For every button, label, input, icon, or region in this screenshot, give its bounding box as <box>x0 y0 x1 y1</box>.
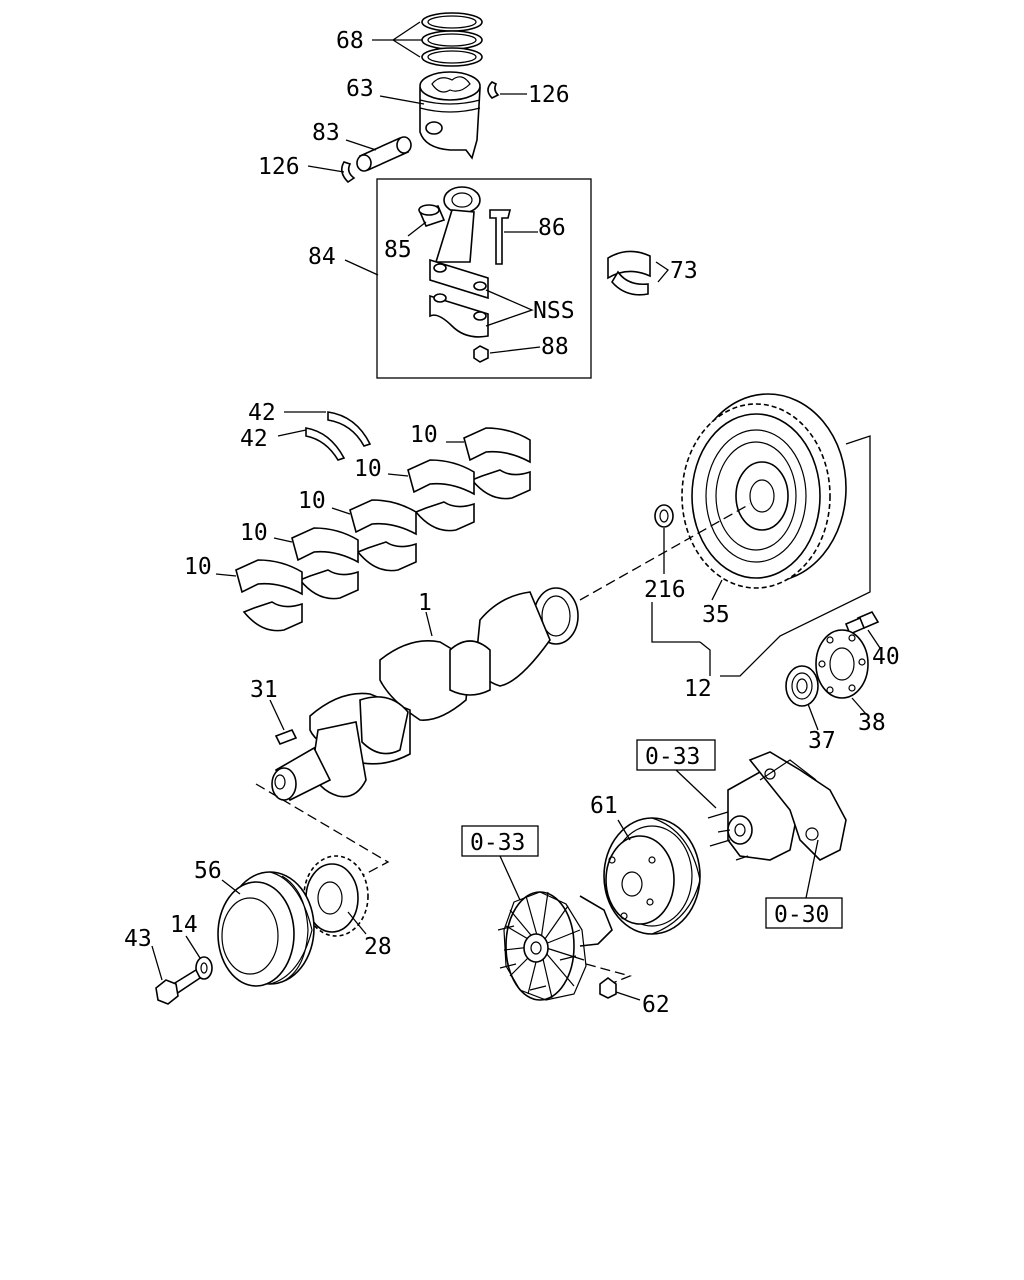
callout-10-e: 10 <box>410 422 438 448</box>
callout-38: 38 <box>858 710 886 736</box>
callout-63: 63 <box>346 76 374 102</box>
callout-61: 61 <box>590 793 618 819</box>
callout-43: 43 <box>124 926 152 952</box>
callout-84: 84 <box>308 244 336 270</box>
callout-nss: NSS <box>533 298 575 324</box>
connecting-rod-assembly-box <box>376 178 592 379</box>
woodruff-key-part[interactable] <box>274 728 298 746</box>
reference-0-30[interactable]: 0-30 <box>774 902 829 928</box>
callout-85: 85 <box>384 237 412 263</box>
connecting-rod-bearing-part[interactable] <box>607 250 651 296</box>
callout-10-b: 10 <box>240 520 268 546</box>
reference-0-33-upper[interactable]: 0-33 <box>645 744 700 770</box>
washer-part[interactable] <box>195 956 213 980</box>
cooling-fan-part[interactable] <box>497 891 613 1001</box>
thrust-washer-lower-part[interactable] <box>305 427 346 461</box>
crank-bolt-part[interactable] <box>155 968 202 1005</box>
piston-rings-part[interactable] <box>421 12 483 67</box>
callout-216: 216 <box>644 577 686 603</box>
main-bearing-1-part[interactable] <box>235 559 303 632</box>
callout-40: 40 <box>872 644 900 670</box>
callout-42-lower: 42 <box>240 426 268 452</box>
callout-126-lower: 126 <box>258 154 300 180</box>
callout-73: 73 <box>670 258 698 284</box>
callout-86: 86 <box>538 215 566 241</box>
flywheel-plate-part[interactable] <box>815 629 869 699</box>
pilot-bearing-rear-part[interactable] <box>785 665 819 707</box>
main-bearing-3-part[interactable] <box>349 499 417 572</box>
callout-56: 56 <box>194 858 222 884</box>
rod-bolt-part[interactable] <box>489 209 512 265</box>
pilot-bearing-part[interactable] <box>654 504 674 528</box>
callout-88: 88 <box>541 334 569 360</box>
callout-62: 62 <box>642 992 670 1018</box>
callout-68: 68 <box>336 28 364 54</box>
callout-14: 14 <box>170 912 198 938</box>
piston-part[interactable] <box>419 71 481 160</box>
callout-42-upper: 42 <box>248 400 276 426</box>
snap-ring-part[interactable] <box>487 81 500 99</box>
main-bearing-4-part[interactable] <box>407 459 475 532</box>
callout-83: 83 <box>312 120 340 146</box>
callout-10-c: 10 <box>298 488 326 514</box>
callout-31: 31 <box>250 677 278 703</box>
callout-12: 12 <box>684 676 712 702</box>
main-bearing-2-part[interactable] <box>291 527 359 600</box>
piston-pin-part[interactable] <box>356 136 412 172</box>
flywheel-part[interactable] <box>681 393 847 589</box>
flywheel-bolt-part[interactable] <box>844 610 880 636</box>
callout-28: 28 <box>364 934 392 960</box>
bushing-part[interactable] <box>418 204 446 227</box>
rod-nut-part[interactable] <box>473 345 489 363</box>
crankshaft-part[interactable] <box>271 587 579 802</box>
snap-ring-left-part[interactable] <box>340 161 356 184</box>
connecting-rod-part[interactable] <box>429 186 489 300</box>
callout-35: 35 <box>702 602 730 628</box>
main-bearing-5-part[interactable] <box>463 427 531 500</box>
callout-37: 37 <box>808 728 836 754</box>
callout-126-upper: 126 <box>528 82 570 108</box>
fan-nut-part[interactable] <box>599 977 617 999</box>
callout-10-d: 10 <box>354 456 382 482</box>
connecting-rod-cap-part[interactable] <box>429 293 489 338</box>
callout-10-a: 10 <box>184 554 212 580</box>
water-pump-pulley-part[interactable] <box>603 817 701 935</box>
callout-1: 1 <box>418 590 432 616</box>
crank-pulley-part[interactable] <box>217 871 315 987</box>
water-pump-housing-part[interactable] <box>727 751 847 861</box>
thrust-washer-upper-part[interactable] <box>327 411 372 447</box>
reference-0-33-lower[interactable]: 0-33 <box>470 830 525 856</box>
